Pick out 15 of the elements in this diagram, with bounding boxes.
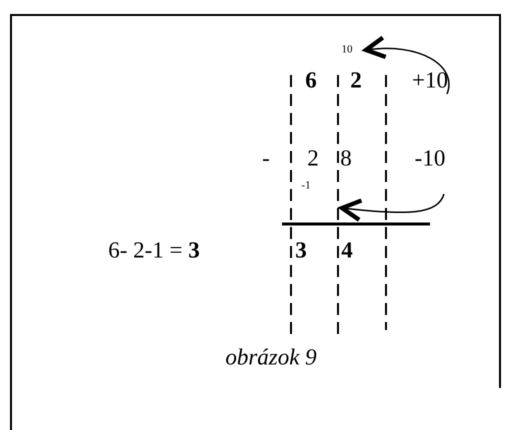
digit: 4 — [341, 238, 353, 262]
carry-number: 10 — [342, 44, 352, 56]
borrow-number: -1 — [301, 180, 311, 192]
digit: 2 — [307, 146, 319, 170]
subtracted-ten: -10 — [414, 146, 446, 170]
caption: obrázok 9 — [225, 346, 317, 368]
curved-arrow — [340, 194, 445, 222]
digit: 6 — [305, 68, 317, 92]
added-ten: +10 — [412, 68, 448, 92]
curved-arrow — [364, 36, 450, 94]
equation-text: 6- 2-1 = 3 — [108, 238, 200, 262]
digit: 3 — [295, 238, 307, 262]
minus-sign: - — [262, 146, 270, 170]
digit: 8 — [340, 146, 352, 170]
digit: 2 — [350, 68, 362, 92]
